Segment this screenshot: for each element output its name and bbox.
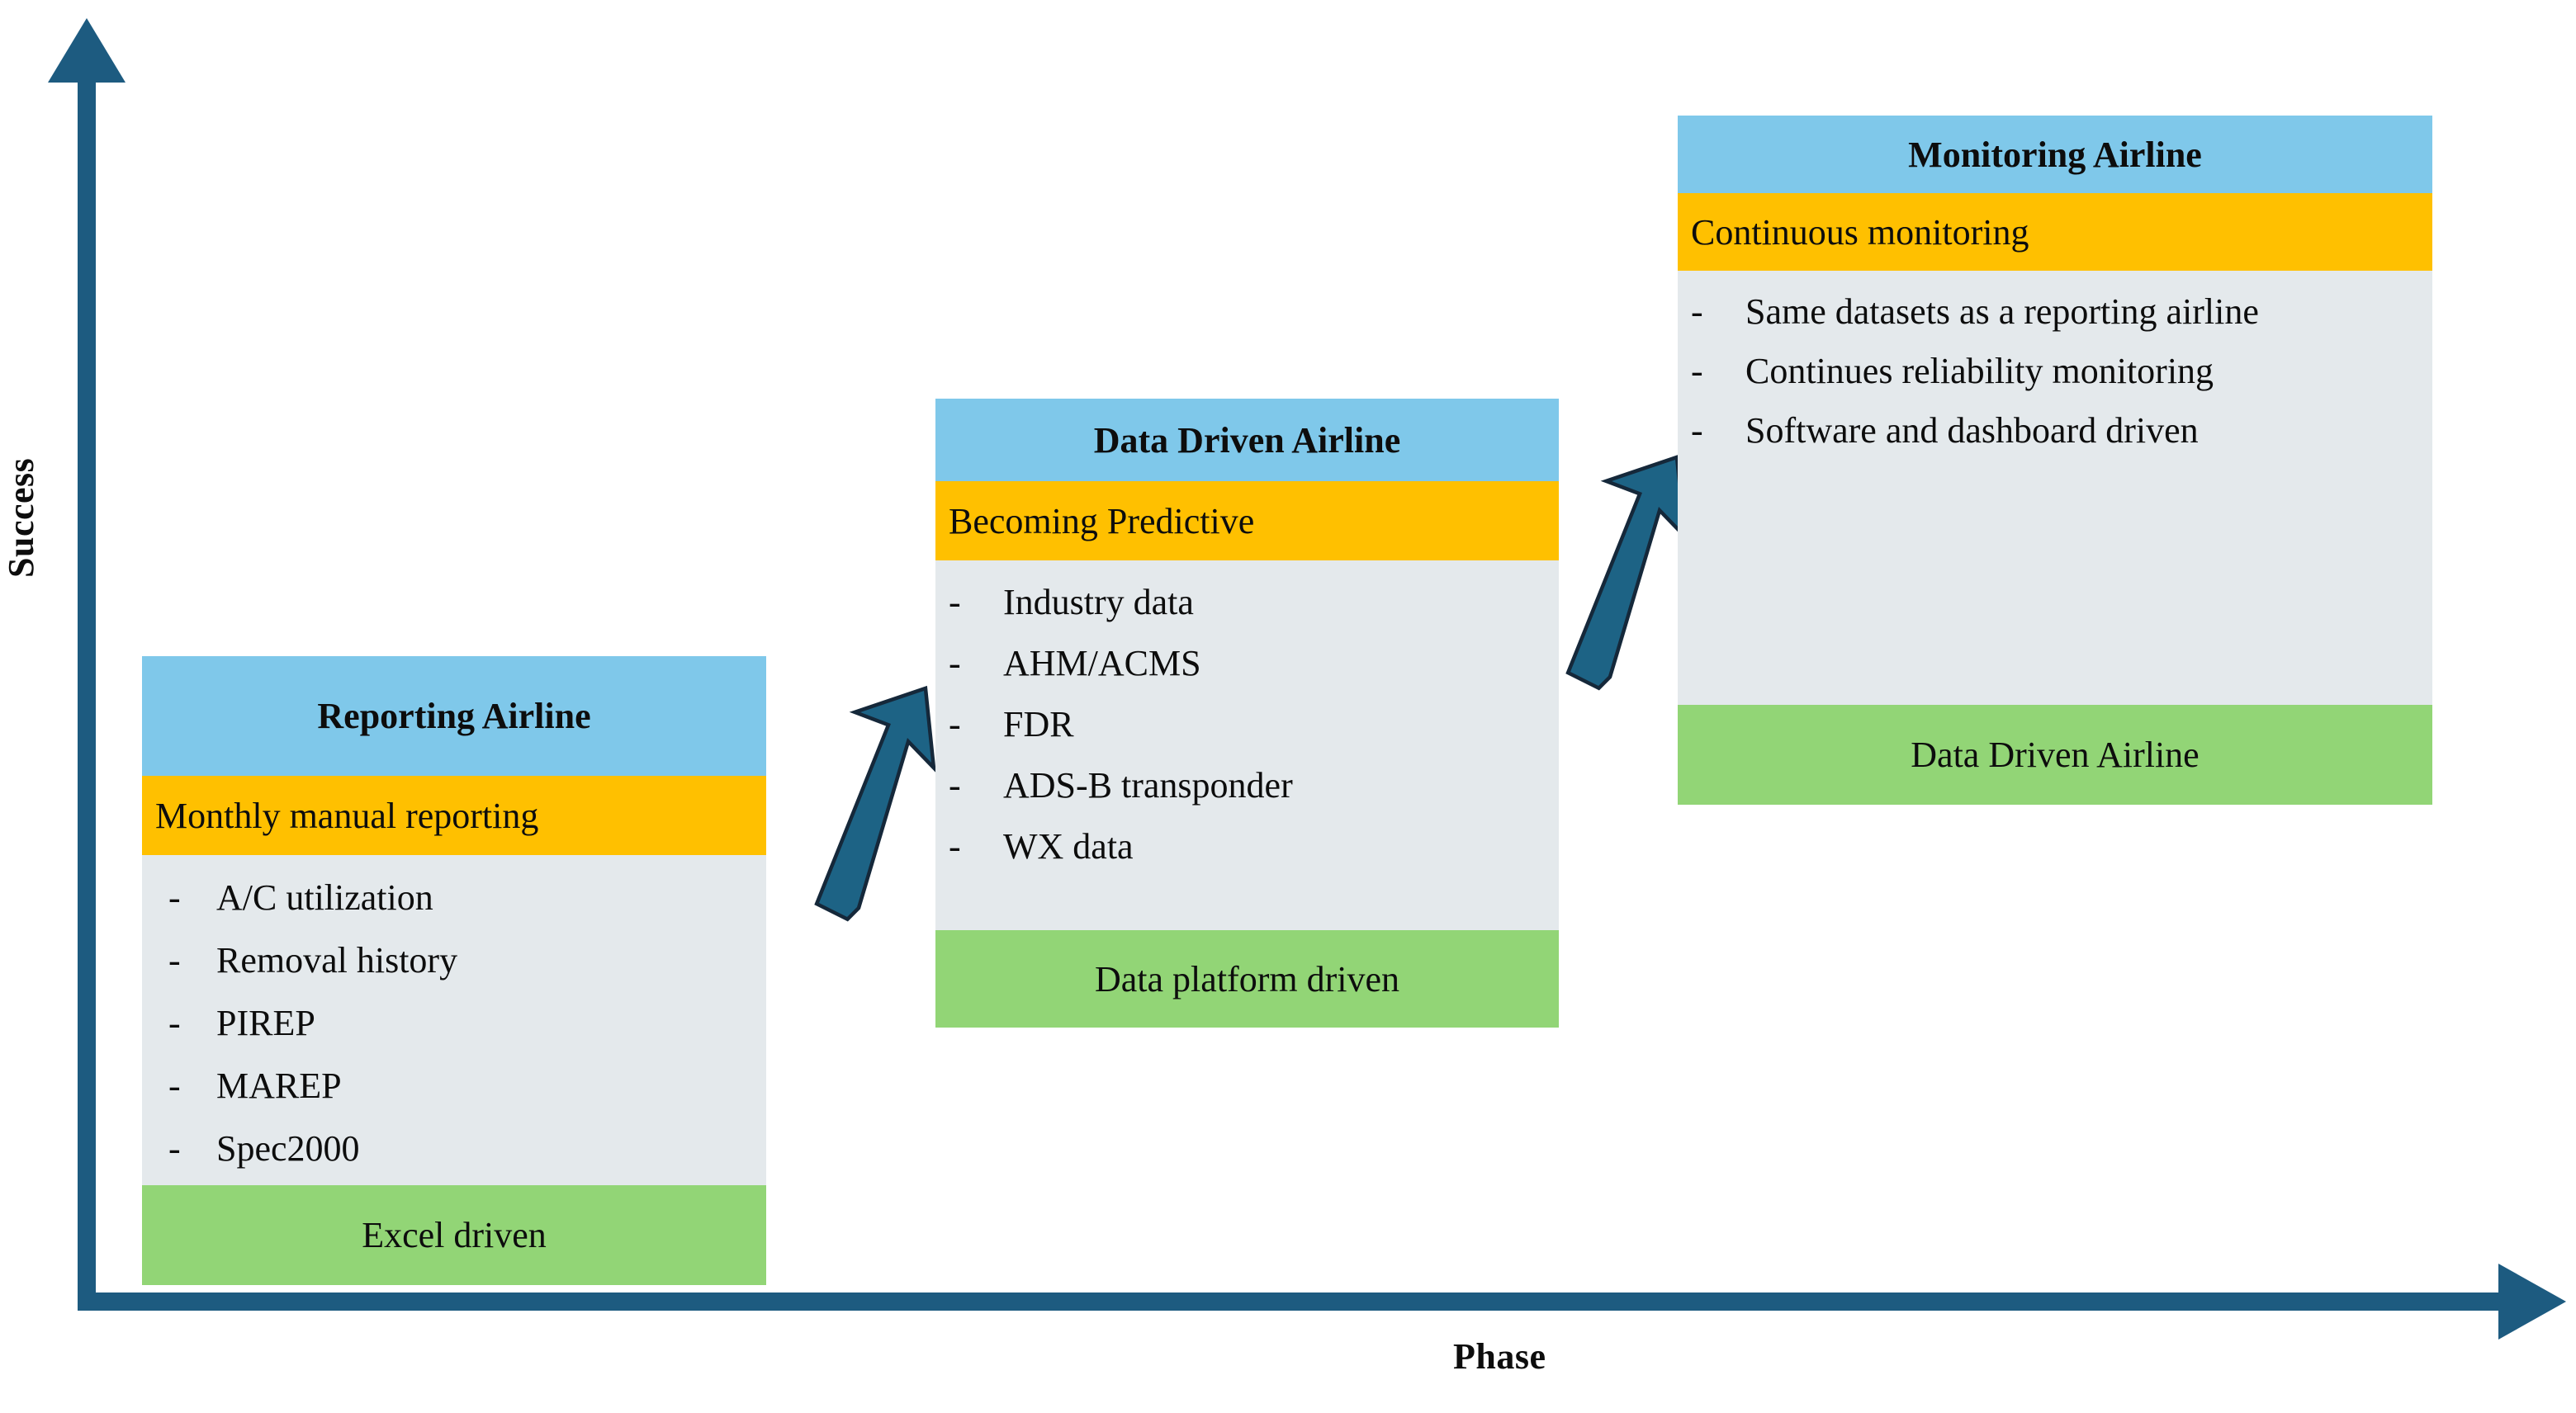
bullet-dash-icon: - [168,877,181,918]
stage-footer: Excel driven [362,1215,547,1255]
list-item: - PIREP [142,992,766,1055]
bullet-text: Same datasets as a reporting airline [1745,291,2259,332]
stage-footer: Data Driven Airline [1911,735,2200,775]
stage-title-band: Data Driven Airline [935,399,1559,481]
list-item: - Removal history [142,929,766,992]
bullet-text: MAREP [216,1066,342,1106]
stage-title: Monitoring Airline [1908,134,2202,175]
bullet-dash-icon: - [1691,410,1703,451]
y-axis-arrowhead [48,18,125,83]
bullet-text: WX data [1003,826,1134,867]
stage-title-band: Reporting Airline [142,656,766,776]
list-item: - Continues reliability monitoring [1678,342,2432,401]
bullet-text: Industry data [1003,582,1194,622]
stage-subtitle: Monthly manual reporting [155,795,539,836]
stage-bullet-band: - A/C utilization - Removal history - PI… [142,855,766,1185]
bullet-text: Spec2000 [216,1128,360,1169]
stage-card-reporting-airline[interactable]: Reporting Airline Monthly manual reporti… [142,656,766,1285]
bullet-dash-icon: - [949,765,961,806]
stage-footer-band: Excel driven [142,1185,766,1285]
stage-card-data-driven-airline[interactable]: Data Driven Airline Becoming Predictive … [935,399,1559,1028]
stage-bullet-list: - Industry data - AHM/ACMS - FDR - ADS-B… [935,572,1559,877]
y-axis-label: Success [1,457,41,578]
list-item: - A/C utilization [142,867,766,929]
list-item: - AHM/ACMS [935,633,1559,694]
bullet-dash-icon: - [1691,351,1703,391]
bullet-text: A/C utilization [216,877,433,918]
bullet-text: PIREP [216,1003,315,1043]
list-item: - FDR [935,694,1559,755]
stage-title: Data Driven Airline [1093,419,1401,461]
list-item: - Spec2000 [142,1118,766,1180]
stage-subtitle: Becoming Predictive [949,500,1255,541]
stage-title: Reporting Airline [317,696,591,736]
bullet-text: AHM/ACMS [1003,643,1201,683]
bullet-text: Continues reliability monitoring [1745,351,2214,391]
stage-footer-band: Data Driven Airline [1678,705,2432,805]
bullet-dash-icon: - [949,582,961,622]
bullet-text: FDR [1003,704,1074,744]
list-item: - Same datasets as a reporting airline [1678,282,2432,342]
stage-bullet-list: - A/C utilization - Removal history - PI… [142,867,766,1180]
transition-arrow-icon [1565,454,1688,691]
stage-footer-band: Data platform driven [935,930,1559,1028]
stage-card-monitoring-airline[interactable]: Monitoring Airline Continuous monitoring… [1678,116,2432,805]
stage-subtitle-band: Monthly manual reporting [142,776,766,855]
list-item: - MAREP [142,1055,766,1118]
list-item: - Software and dashboard driven [1678,401,2432,461]
bullet-dash-icon: - [168,1066,181,1106]
bullet-dash-icon: - [949,826,961,867]
bullet-dash-icon: - [168,1128,181,1169]
stage-bullet-band: - Same datasets as a reporting airline -… [1678,271,2432,705]
x-axis-line [78,1292,2520,1311]
list-item: - Industry data [935,572,1559,633]
transition-arrow-icon [814,685,936,922]
stage-bullet-list: - Same datasets as a reporting airline -… [1678,282,2432,461]
x-axis-label: Phase [1453,1336,1546,1377]
bullet-text: Removal history [216,940,458,981]
bullet-dash-icon: - [1691,291,1703,332]
bullet-dash-icon: - [949,704,961,744]
bullet-text: ADS-B transponder [1003,765,1293,806]
y-axis-line [78,64,96,1302]
stage-title-band: Monitoring Airline [1678,116,2432,193]
bullet-dash-icon: - [168,1003,181,1043]
stage-bullet-band: - Industry data - AHM/ACMS - FDR - ADS-B… [935,560,1559,930]
list-item: - WX data [935,816,1559,877]
list-item: - ADS-B transponder [935,755,1559,816]
bullet-dash-icon: - [949,643,961,683]
x-axis-arrowhead [2498,1264,2566,1340]
stage-subtitle: Continuous monitoring [1691,211,2029,253]
bullet-text: Software and dashboard driven [1745,410,2199,451]
bullet-dash-icon: - [168,940,181,981]
stage-subtitle-band: Continuous monitoring [1678,193,2432,271]
stage-footer: Data platform driven [1095,958,1399,999]
stage-subtitle-band: Becoming Predictive [935,481,1559,560]
